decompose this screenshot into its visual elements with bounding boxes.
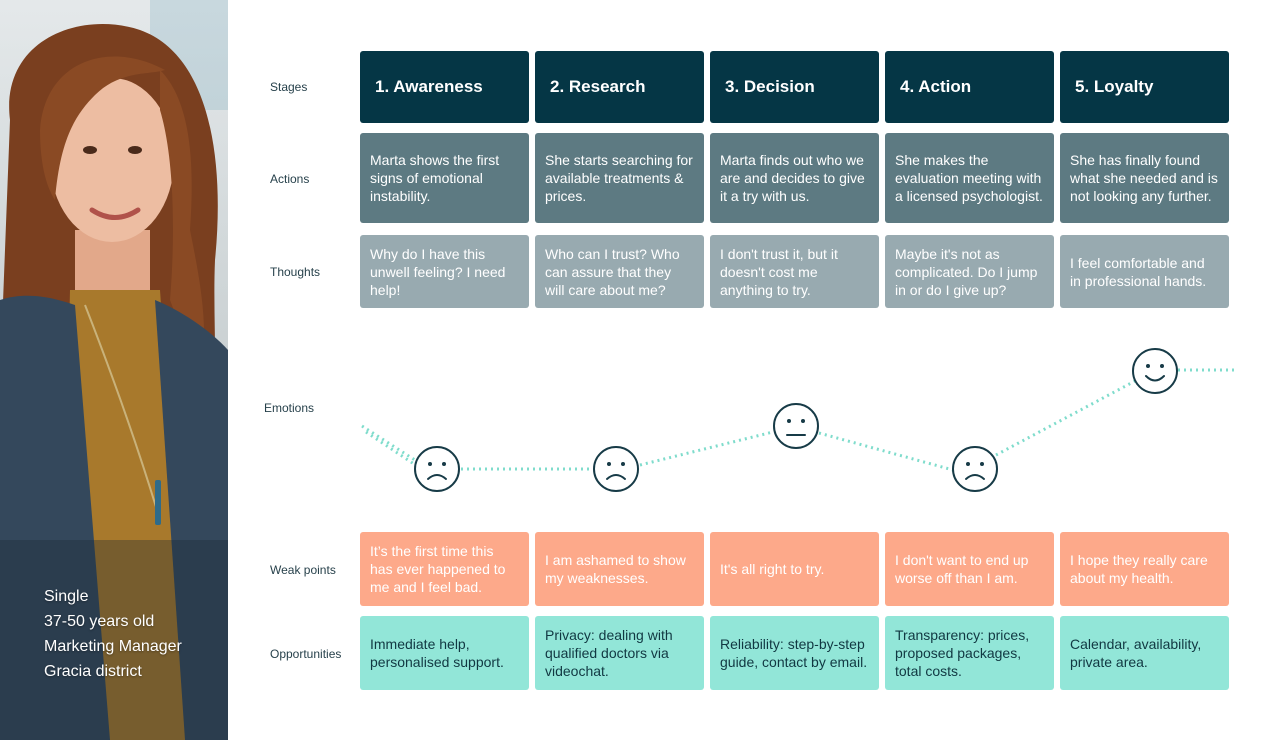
action-card-awareness: Marta shows the first signs of emotional… (360, 133, 529, 223)
stage-card-loyalty: 5. Loyalty (1060, 51, 1229, 123)
row-label-weak-points: Weak points (270, 563, 336, 577)
action-card-decision: Marta finds out who we are and decides t… (710, 133, 879, 223)
row-label-actions: Actions (270, 172, 310, 186)
row-label-opportunities: Opportunities (270, 647, 342, 661)
sad-face-icon (593, 446, 639, 492)
stage-card-action: 4. Action (885, 51, 1054, 123)
opportunity-card-awareness: Immediate help, personalised support. (360, 616, 529, 690)
persona-location: Gracia district (44, 663, 142, 680)
persona-status: Single (44, 588, 89, 605)
persona-details: Single 37-50 years old Marketing Manager… (44, 584, 182, 684)
action-card-loyalty: She has finally found what she needed an… (1060, 133, 1229, 223)
sad-face-icon (414, 446, 460, 492)
sad-face-icon (952, 446, 998, 492)
opportunity-card-research: Privacy: dealing with qualified doctors … (535, 616, 704, 690)
row-label-thoughts: Thoughts (270, 265, 321, 279)
row-label-stages: Stages (270, 80, 308, 94)
thought-card-research: Who can I trust? Who can assure that the… (535, 235, 704, 308)
weak-point-card-awareness: It’s the first time this has ever happen… (360, 532, 529, 606)
happy-face-icon (1132, 348, 1178, 394)
row-label-emotions: Emotions (264, 401, 315, 415)
weak-point-card-decision: It's all right to try. (710, 532, 879, 606)
thought-card-awareness: Why do I have this unwell feeling? I nee… (360, 235, 529, 308)
emotion-line (361, 368, 1236, 472)
persona-job: Marketing Manager (44, 638, 182, 655)
thought-card-loyalty: I feel comfortable and in professional h… (1060, 235, 1229, 308)
stage-card-awareness: 1. Awareness (360, 51, 529, 123)
weak-point-card-research: I am ashamed to show my weaknesses. (535, 532, 704, 606)
weak-point-card-loyalty: I hope they really care about my health. (1060, 532, 1229, 606)
persona-illustration (0, 0, 228, 740)
persona-age: 37-50 years old (44, 613, 155, 630)
action-card-research: She starts searching for available treat… (535, 133, 704, 223)
thought-card-decision: I don't trust it, but it doesn't cost me… (710, 235, 879, 308)
weak-point-card-action: I don't want to end up worse off than I … (885, 532, 1054, 606)
stage-card-decision: 3. Decision (710, 51, 879, 123)
action-card-action: She makes the evaluation meeting with a … (885, 133, 1054, 223)
thought-card-action: Maybe it's not as complicated. Do I jump… (885, 235, 1054, 308)
opportunity-card-action: Transparency: prices, proposed packages,… (885, 616, 1054, 690)
stage-card-research: 2. Research (535, 51, 704, 123)
neutral-face-icon (773, 403, 819, 449)
opportunity-card-decision: Reliability: step-by-step guide, contact… (710, 616, 879, 690)
opportunity-card-loyalty: Calendar, availability, private area. (1060, 616, 1229, 690)
persona-photo: Single 37-50 years old Marketing Manager… (0, 0, 228, 740)
